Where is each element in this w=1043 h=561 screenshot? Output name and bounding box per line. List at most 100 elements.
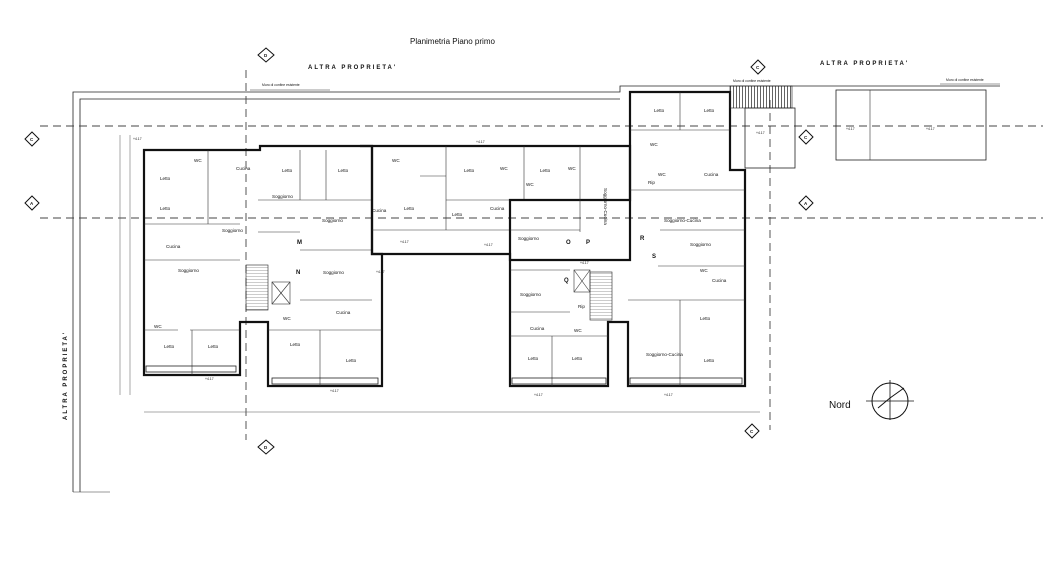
- svg-text:Letto: Letto: [290, 342, 301, 347]
- svg-text:A: A: [804, 201, 808, 206]
- altra-proprieta-top-left: ALTRA PROPRIETA': [308, 65, 397, 71]
- svg-text:+4.17: +4.17: [205, 377, 214, 381]
- svg-text:S: S: [652, 254, 656, 260]
- svg-text:Soggiorno: Soggiorno: [222, 228, 243, 233]
- plan-title: Planimetria Piano primo: [410, 37, 495, 46]
- svg-text:Letto: Letto: [704, 108, 715, 113]
- svg-text:D: D: [264, 53, 268, 58]
- svg-text:Rip: Rip: [578, 304, 585, 309]
- svg-text:Cucina: Cucina: [704, 172, 719, 177]
- svg-text:Cucina: Cucina: [530, 326, 545, 331]
- svg-text:C: C: [804, 135, 808, 140]
- svg-text:M: M: [297, 240, 302, 246]
- svg-text:Soggiorno: Soggiorno: [322, 218, 343, 223]
- svg-text:Soggiorno: Soggiorno: [323, 270, 344, 275]
- svg-text:Letto: Letto: [464, 168, 475, 173]
- svg-text:Letto: Letto: [540, 168, 551, 173]
- svg-text:Soggiorno: Soggiorno: [272, 194, 293, 199]
- svg-text:Soggiorno: Soggiorno: [518, 236, 539, 241]
- dimension-lines: [119, 135, 760, 413]
- svg-text:Letto: Letto: [346, 358, 357, 363]
- svg-text:Soggiorno: Soggiorno: [178, 268, 199, 273]
- section-marker-c-top: C: [750, 59, 766, 75]
- svg-text:Letto: Letto: [338, 168, 349, 173]
- svg-text:+4.17: +4.17: [926, 127, 935, 131]
- north-arrow: Nord: [829, 380, 914, 420]
- section-lines: [40, 70, 1043, 440]
- svg-text:Letto: Letto: [282, 168, 293, 173]
- building-right: Letto Letto WC WC Rip Cucina Soggiorno-C…: [508, 85, 987, 397]
- svg-text:D: D: [264, 445, 268, 450]
- svg-text:Letto: Letto: [452, 212, 463, 217]
- svg-text:+4.17: +4.17: [580, 261, 589, 265]
- svg-text:Letto: Letto: [572, 356, 583, 361]
- svg-text:Cucina: Cucina: [372, 208, 387, 213]
- svg-text:Letto: Letto: [704, 358, 715, 363]
- building-left: Letto Letto Cucina WC Cucina Soggiorno S…: [133, 137, 415, 393]
- svg-text:WC: WC: [650, 142, 658, 147]
- svg-text:O: O: [566, 240, 571, 246]
- svg-text:+4.17: +4.17: [133, 137, 142, 141]
- svg-text:C: C: [756, 65, 760, 70]
- north-label: Nord: [829, 400, 851, 411]
- section-marker-a-right: A: [798, 195, 814, 211]
- section-marker-a-left: A: [24, 195, 40, 211]
- svg-text:Soggiorno: Soggiorno: [520, 292, 541, 297]
- svg-text:+4.17: +4.17: [484, 243, 493, 247]
- svg-text:+4.17: +4.17: [846, 127, 855, 131]
- altra-proprieta-left: ALTRA PROPRIETA': [63, 331, 69, 420]
- svg-text:R: R: [640, 236, 645, 242]
- svg-text:+4.17: +4.17: [664, 393, 673, 397]
- section-marker-c-left: C: [24, 131, 40, 147]
- svg-text:C: C: [30, 137, 34, 142]
- svg-text:Letto: Letto: [700, 316, 711, 321]
- svg-text:+4.17: +4.17: [476, 140, 485, 144]
- svg-text:+4.17: +4.17: [756, 131, 765, 135]
- muro-label-right: Muro di confine esistente: [946, 78, 984, 82]
- svg-text:C: C: [750, 429, 754, 434]
- svg-text:Letto: Letto: [160, 176, 171, 181]
- svg-text:+4.17: +4.17: [330, 389, 339, 393]
- svg-text:Cucina: Cucina: [712, 278, 727, 283]
- svg-text:Cucina: Cucina: [336, 310, 351, 315]
- svg-text:Soggiorno-Cucina: Soggiorno-Cucina: [646, 352, 683, 357]
- svg-text:WC: WC: [283, 316, 291, 321]
- svg-text:WC: WC: [526, 182, 534, 187]
- svg-text:WC: WC: [574, 328, 582, 333]
- svg-text:Letto: Letto: [654, 108, 665, 113]
- svg-text:WC: WC: [568, 166, 576, 171]
- svg-text:Cucina: Cucina: [166, 244, 181, 249]
- svg-text:Letto: Letto: [528, 356, 539, 361]
- svg-text:Letto: Letto: [160, 206, 171, 211]
- svg-text:Rip: Rip: [648, 180, 655, 185]
- svg-text:Q: Q: [564, 278, 569, 284]
- svg-text:WC: WC: [194, 158, 202, 163]
- svg-text:WC: WC: [154, 324, 162, 329]
- svg-text:Soggiorno: Soggiorno: [690, 242, 711, 247]
- muro-label-left: Muro di confine esistente: [262, 83, 300, 87]
- svg-text:Letto: Letto: [404, 206, 415, 211]
- svg-text:+4.17: +4.17: [534, 393, 543, 397]
- svg-text:WC: WC: [700, 268, 708, 273]
- section-marker-d-bottom: D: [257, 439, 275, 455]
- altra-proprieta-top-right: ALTRA PROPRIETA': [820, 61, 909, 67]
- svg-text:Soggiorno-Cucina: Soggiorno-Cucina: [664, 218, 701, 223]
- svg-text:N: N: [296, 270, 300, 276]
- svg-text:P: P: [586, 240, 590, 246]
- section-marker-d-top: D: [257, 47, 275, 63]
- svg-text:WC: WC: [500, 166, 508, 171]
- svg-text:Letto: Letto: [208, 344, 219, 349]
- svg-text:+4.17: +4.17: [376, 270, 385, 274]
- section-marker-c-right: C: [798, 129, 814, 145]
- svg-text:A: A: [30, 201, 34, 206]
- svg-text:WC: WC: [392, 158, 400, 163]
- svg-text:Letto: Letto: [164, 344, 175, 349]
- svg-text:Soggiorno-Cucina: Soggiorno-Cucina: [603, 188, 608, 225]
- svg-text:+4.17: +4.17: [400, 240, 409, 244]
- svg-text:Cucina: Cucina: [490, 206, 505, 211]
- svg-text:Cucina: Cucina: [236, 166, 251, 171]
- svg-text:WC: WC: [658, 172, 666, 177]
- section-marker-c-bottom: C: [744, 423, 760, 439]
- muro-label-mid: Muro di confine esistente: [733, 79, 771, 83]
